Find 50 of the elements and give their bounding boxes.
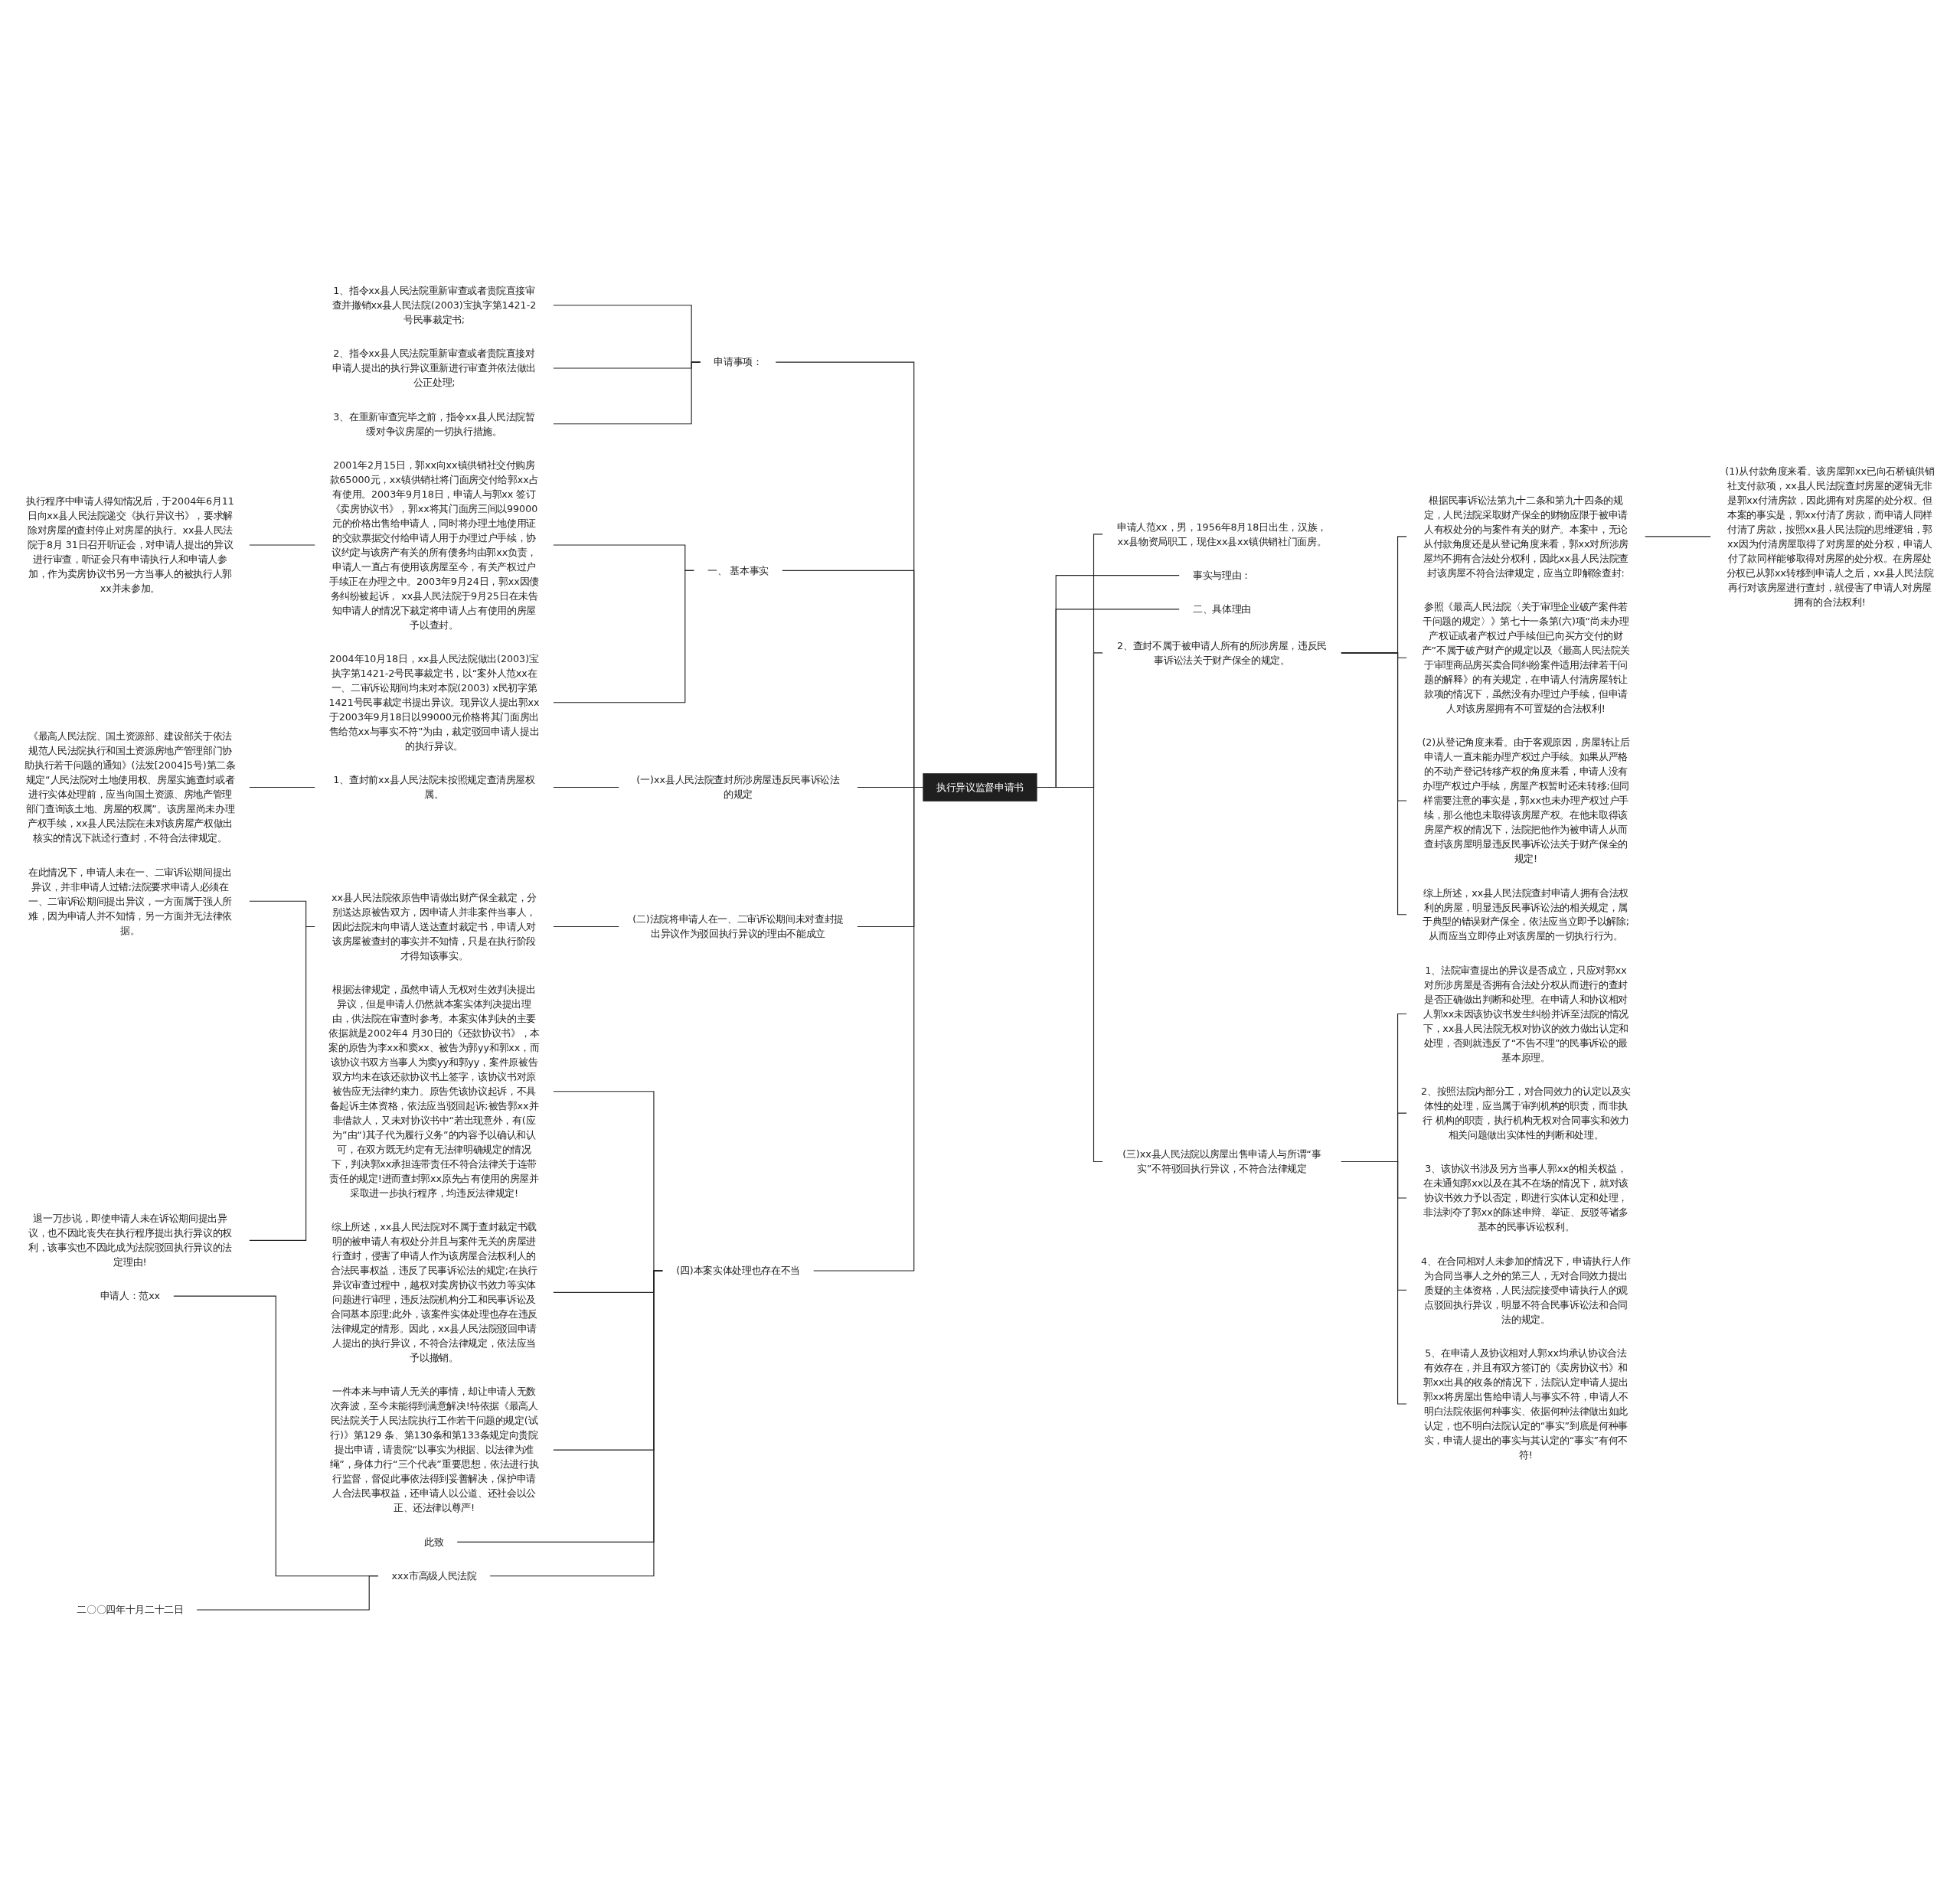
connector: [1644, 536, 1712, 537]
node-text: 根据法律规定，虽然申请人无权对生效判决提出异议，但是申请人仍然就本案实体判决提出理由，供法院在审查时参考。本案实体判决的主要依据就是2002年4 月30日的《还款协议书》，本案的原告为李xx和窦xx、被告为郭yy和郭xx，而该协议书双方当事人为窦yy和郭yy，案件原被告双方均未在该还款协议书上签字，该协议书对原被告应无法律约束力。原告凭该协议起诉，不具备起诉主体资格，依法应当驳回起诉;被告郭xx并非借款人，又未对协议书中“若出现意外，有(应为”由“)其子代为履行义务”的内容予以确认和认可，在双方既无约定有无法律明确规定的情况下，判决郭xx承担连带责任不符合法律关于连带责任的规定!进而查封郭xx原先占有使用的房屋并采取进一步执行程序，均违反法律规定!: [328, 984, 540, 1199]
node-box: 执行异议监督申请书: [923, 772, 1037, 801]
node-text: 4、在合同相对人未参加的情况下，申请执行人作为合同当事人之外的第三人，无对合同效力提出质疑的主体资格，人民法院接受申请执行人的观点驳回执行异议，明显不符合民事诉讼法和合同法的规定。: [1421, 1255, 1631, 1325]
connector: [812, 786, 924, 1272]
connector: [552, 361, 701, 424]
node-text: 参照《最高人民法院〈关于审理企业破产案件若干问题的规定〉》第七十一条第(六)项“尚未办理产权证或者产权过户手续但已向买方交付的财产”不属于破产财产的规定以及《最高人民法院关于审理商品房买卖合同纠纷案件适用法律若干问题的解释》的有关规定，在申请人付清房屋转让款项的情况下，虽然没有办理过户手续，但申请人对该房屋拥有不可置疑的合法权利!: [1421, 601, 1631, 714]
node-text: 此致: [424, 1536, 444, 1548]
node-text: 根据民事诉讼法第九十二条和第九十四条的规定，人民法院采取财产保全的财物应限于被申请人有权处分的与案件有关的财产。本案中，无论从付款角度还是从登记角度来看，郭xx对所涉房屋均不拥有合法处分权利，因此xx县人民法院查封该房屋不符合法律规定，应当立即解除查封:: [1423, 494, 1629, 579]
node-text: 1、法院审查提出的异议是否成立，只应对郭xx对所涉房屋是否拥有合法处分权从而进行的查封是否正确做出判断和处理。在申请人和协议相对人郭xx未因该协议书发生纠纷并诉至法院的情况下，xx县人民法院无权对协议的效力做出认定和处理，否则就违反了“不告不理”的民事诉讼的最基本原理。: [1423, 964, 1629, 1063]
connector: [196, 1575, 379, 1611]
connector: [1340, 651, 1408, 915]
node-text: xx县人民法院依原告申请做出财产保全裁定，分别送达原被告双方，因申请人并非案件当事人，因此法院未向申请人送达查封裁定书，申请人对该房屋被查封的事实并不知情，只是在执行阶段才得知该事实。: [331, 891, 537, 961]
node-text: 3、该协议书涉及另方当事人郭xx的相关权益，在未通知郭xx以及在其不在场的情况下，就对该协议书效力予以否定，即进行实体认定和处理，非法剥夺了郭xx的陈述申辩、举证、反驳等诸多基本的民事诉讼权利。: [1423, 1163, 1629, 1232]
node-text: 二〇〇四年十月二十二日: [77, 1604, 184, 1615]
node-text: 3、在重新审查完毕之前，指令xx县人民法院暂缓对争议房屋的一切执行措施。: [333, 410, 535, 437]
node-text: (一)xx县人民法院查封所涉房屋违反民事诉讼法的规定: [636, 774, 840, 800]
node-text: 综上所述，xx县人民法院对不属于查封裁定书载明的被申请人有权处分并且与案件无关的房屋进行查封，侵害了申请人作为该房屋合法权利人的合法民事权益，违反了民事诉讼法的规定;在执行异议审查过程中，越权对卖房协议书效力等实体问题进行审理，违反法院机构分工和民事诉讼及合同基本原理;此外，该案件实体处理也存在违反法律规定的情形。因此，xx县人民法院驳回申请人提出的执行异议，不符合法律规定，依法应当予以撤销。: [330, 1221, 538, 1363]
node-text: (1)从付款角度来看。该房屋郭xx已向石桥镇供销社支付款项，xx县人民法院查封房屋的逻辑无非是郭xx付清房款，因此拥有对房屋的处分权。但本案的事实是，郭xx付清了房款，而申请人同样付清了房款，按照xx县人民法院的思维逻辑，郭xx因为付清房屋取得了对房屋的处分权，申请人付了款同样能够取得对房屋的处分权。在房屋处分权已从郭xx转移到申请人之后，xx县人民法院再行对该房屋进行查封，就侵害了申请人对房屋拥有的合法权利!: [1725, 465, 1935, 608]
node-text: (二)法院将申请人在一、二审诉讼期间未对查封提出异议作为驳回执行异议的理由不能成立: [632, 913, 844, 939]
node-text: 1、指令xx县人民法院重新审查或者贵院直接审查并撤销xx县人民法院(2003)宝执字第1421-2号民事裁定书;: [332, 285, 537, 325]
node-text: 2、按照法院内部分工，对合同效力的认定以及实体性的处理，应当属于审判机构的职责，而非执行 机构的职责，执行机构无权对合同事实和效力相关问题做出实体性的判断和处理。: [1421, 1085, 1631, 1141]
node-text: 2004年10月18日，xx县人民法院做出(2003)宝执字第1421-2号民事裁定书，以“案外人范xx在一、二审诉讼期间均未对本院(2003) x民初字第1421号民事裁定书提出异议。现异议人提出郭xx于2003年9月18日以99000元价格将其门面房出售给范xx与事实不符”为由，裁定驳回申请人提出的执行异议。: [328, 653, 540, 752]
node-text: 一件本来与申请人无关的事情，却让申请人无数次奔波，至今未能得到满意解决!特依据《最高人民法院关于人民法院执行工作若干问题的规定(试行)》第129 条、第130条和第133条规定向贵院提出申请，请贵院“以事实为根据、以法律为准绳”，身体力行“三个代表”重要思想，依法进行执行监督，督促此事依法得到妥善解决，保护申请人合法民事权益，还申请人以公道、还社会以公正、还法律以尊严!: [329, 1386, 539, 1513]
node-text: 申请人：范xx: [100, 1290, 161, 1301]
node-text: 执行程序中申请人得知情况后，于2004年6月11日向xx县人民法院递交《执行异议书》，要求解除对房屋的查封停止对房屋的执行。xx县人民法院于8月 31日召开听证会，对申请人提出的异议进行审查，听证会只有申请执行人和申请人参加，作为卖房协议书另一方当事人的被执行人郭xx并未参加。: [26, 495, 234, 594]
connector: [1340, 1161, 1408, 1405]
node-text: 申请事项：: [714, 356, 763, 367]
node-text: 二、具体理由: [1192, 603, 1251, 615]
node-text: (三)xx县人民法院以房屋出售申请人与所谓“事实”不符驳回执行异议，不符合法律规定: [1122, 1148, 1321, 1174]
node-text: 2、查封不属于被申请人所有的所涉房屋，违反民事诉讼法关于财产保全的规定。: [1116, 639, 1327, 666]
node-text: 退一万步说，即使申请人未在诉讼期间提出异议，也不因此丧失在执行程序提出执行异议的权利，该事实也不因此成为法院驳回执行异议的法定理由!: [28, 1213, 232, 1268]
node-text: xxx市高级人民法院: [391, 1570, 477, 1582]
node-text: 1、查封前xx县人民法院未按照规定查清房屋权属。: [333, 774, 535, 800]
connector: [489, 1270, 664, 1576]
node-text: 综上所述，xx县人民法院查封申请人拥有合法权利的房屋，明显违反民事诉讼法的相关规定，属于典型的错误财产保全，依法应当立即予以解除;从而应当立即停止对该房屋的一切执行行为。: [1422, 886, 1630, 942]
node-text: 5、在申请人及协议相对人郭xx均承认协议合法有效存在，并且有双方签订的《卖房协议书》和郭xx出具的收条的情况下，法院认定申请人提出郭xx将房屋出售给申请人与事实不符，申请人不明白法院依据何种事实、依据何种法律做出如此认定，也不明白法院认定的“事实”到底是何种事实，申请人提出的事实与其认定的“事实”有何不符!: [1423, 1347, 1629, 1461]
node-text: (四)本案实体处理也存在不当: [676, 1265, 800, 1276]
connector: [248, 786, 316, 788]
node-text: 《最高人民法院、国土资源部、建设部关于依法规范人民法院执行和国土资源房地产管理部门协助执行若干问题的通知》(法发[2004]5号)第二条规定“人民法院对土地使用权、房屋实施查封或者进行实体处理前，应当向国土资源、房地产管理部门查询该土地、房屋的权属”。该房屋尚未办理产权手续，xx县人民法院在未对该房屋产权做出核实的情况下就迳行查封，不符合法律规定。: [24, 730, 236, 844]
connector: [552, 570, 695, 703]
connector: [552, 786, 620, 788]
connector: [552, 926, 620, 927]
node-text: 2、指令xx县人民法院重新审查或者贵院直接对申请人提出的执行异议重新进行审查并依法做出公正处理;: [332, 348, 536, 388]
node-text: 申请人范xx，男，1956年8月18日出生，汉族，xx县物资局职工，现住xx县xx镇供销社门面房。: [1116, 521, 1327, 547]
node-text: 在此情况下，申请人未在一、二审诉讼期间提出异议，并非申请人过错;法院要求申请人必须在一、二审诉讼期间提出异议，一方面属于强人所难，因为申请人并不知情，另一方面并无法律依据。: [28, 866, 232, 936]
node-text: 一、 基本事实: [707, 564, 769, 576]
node-text: 2001年2月15日，郭xx向xx镇供销社交付购房款65000元，xx镇供销社将门面房交付给郭xx占有使用。2003年9月18日，申请人与郭xx 签订《卖房协议书》，郭xx将其门面房三间以99000元的价格出售给申请人，同时将办理土地使用证的交款票据交付给申请人用于办理过户手续，协议约定与该房产有关的所有债务均由郭xx负责，申请人一直占有使用该房屋至今，有关产权过户手续正在办理之中。2003年9月24日，郭xx因债务纠纷被起诉， xx县人民法院于9月25日在未告知申请人的情况下裁定将申请人占有使用的房屋予以查封。: [329, 459, 539, 631]
node-text: (2)从登记角度来看。由于客观原因，房屋转让后申请人一直未能办理产权过户手续。如果从严格的不动产登记转移产权的角度来看，申请人没有办理产权过户手续，房屋产权暂时还未转移;但同样需要注意的事实是，郭xx也未办理产权过户手续，那么他也未取得该房屋产权。在他未取得该房屋产权的情况下，法院把他作为被申请人从而查封该房屋明显违反民事诉讼法关于财产保全的规定!: [1422, 736, 1630, 864]
node-text: 事实与理由：: [1192, 570, 1251, 581]
